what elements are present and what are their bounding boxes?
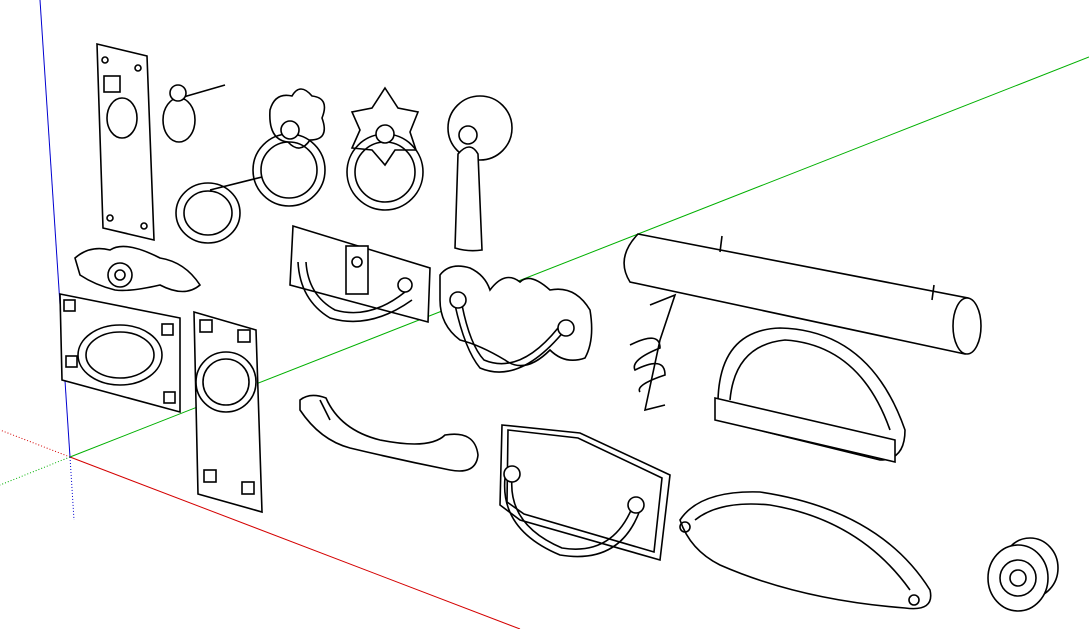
green-axis-negative xyxy=(0,456,71,486)
square-ring-plate[interactable] xyxy=(59,293,181,414)
round-knob[interactable] xyxy=(987,537,1059,612)
spiral-wire-pull[interactable] xyxy=(629,293,677,412)
cylinder-bar-handle[interactable] xyxy=(623,233,982,355)
tall-ring-plate[interactable] xyxy=(193,310,263,514)
curved-bar-handle[interactable] xyxy=(299,394,479,472)
scalloped-ring-pull[interactable] xyxy=(252,88,326,207)
half-moon-cup-handle[interactable] xyxy=(714,327,906,464)
keyhole-bail-pull[interactable] xyxy=(289,224,431,324)
keyhole-escutcheon[interactable] xyxy=(74,245,202,293)
red-axis-negative xyxy=(0,429,71,458)
blue-axis-negative xyxy=(69,456,75,521)
star-ring-pull[interactable] xyxy=(346,86,424,211)
hexagon-plate-bail-pull[interactable] xyxy=(499,424,671,562)
bin-cup-pull[interactable] xyxy=(679,491,932,610)
blue-axis xyxy=(39,0,71,458)
ring-pull-with-bar[interactable] xyxy=(175,176,263,244)
small-ring-pull[interactable] xyxy=(162,84,226,143)
rectangular-backplate-ring-pull[interactable] xyxy=(96,42,155,242)
chippendale-bail-pull[interactable] xyxy=(439,265,593,373)
teardrop-drop-pull[interactable] xyxy=(447,95,513,252)
red-axis xyxy=(69,456,521,629)
